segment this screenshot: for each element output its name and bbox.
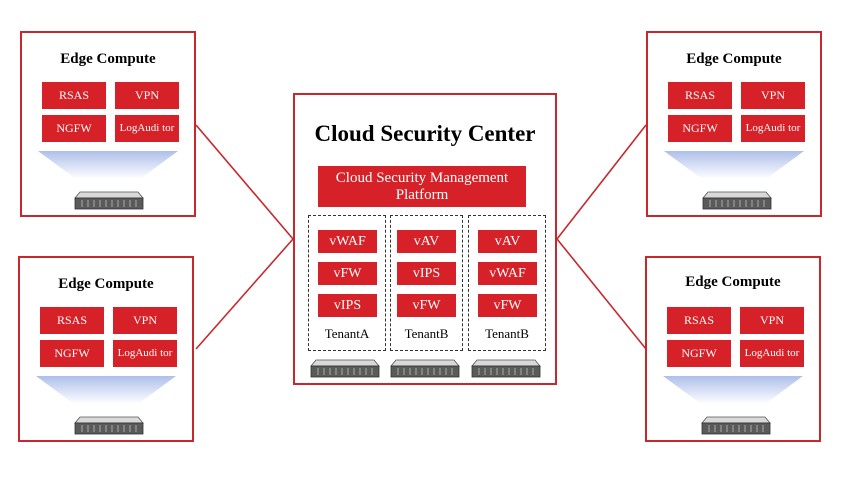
tenant-group-c: vAV vWAF vFW TenantB	[468, 215, 546, 351]
beam-graphic	[664, 151, 804, 179]
module-logauditor: LogAudi tor	[113, 340, 177, 367]
tenant-function: vIPS	[318, 294, 377, 317]
module-rsas: RSAS	[668, 82, 732, 109]
server-icon	[74, 191, 144, 210]
module-ngfw: NGFW	[42, 115, 106, 142]
cloud-security-center: Cloud Security Center Cloud Security Man…	[293, 93, 557, 385]
module-ngfw: NGFW	[668, 115, 732, 142]
edge-node-top-right: Edge Compute RSAS VPN NGFW LogAudi tor	[646, 31, 822, 217]
module-vpn: VPN	[740, 307, 804, 334]
link-edge-bottom-left	[195, 238, 294, 350]
beam-graphic	[38, 151, 178, 179]
module-logauditor: LogAudi tor	[740, 340, 804, 367]
server-icon	[390, 359, 460, 378]
edge-title: Edge Compute	[60, 51, 156, 67]
module-ngfw: NGFW	[40, 340, 104, 367]
tenant-function: vFW	[318, 262, 377, 285]
management-platform: Cloud Security Management Platform	[318, 166, 526, 207]
server-icon	[74, 416, 144, 435]
link-edge-top-right	[556, 124, 647, 240]
center-title: Cloud Security Center	[314, 121, 536, 146]
tenant-function: vIPS	[397, 262, 456, 285]
link-edge-top-left	[195, 124, 294, 240]
server-icon	[701, 416, 771, 435]
tenant-group-a: vWAF vFW vIPS TenantA	[308, 215, 386, 351]
server-icon	[310, 359, 380, 378]
module-rsas: RSAS	[40, 307, 104, 334]
module-rsas: RSAS	[42, 82, 106, 109]
server-icon	[471, 359, 541, 378]
tenant-name: TenantB	[404, 326, 449, 341]
tenant-function: vFW	[478, 294, 537, 317]
tenant-name: TenantB	[485, 326, 529, 341]
tenant-function: vWAF	[318, 230, 377, 253]
module-vpn: VPN	[115, 82, 179, 109]
edge-title: Edge Compute	[58, 276, 154, 292]
edge-node-bottom-right: Edge Compute RSAS VPN NGFW LogAudi tor	[645, 256, 821, 442]
link-edge-bottom-right	[556, 238, 647, 350]
module-logauditor: LogAudi tor	[741, 115, 805, 142]
tenant-function: vAV	[478, 230, 537, 253]
module-ngfw: NGFW	[667, 340, 731, 367]
edge-node-top-left: Edge Compute RSAS VPN NGFW LogAudi tor	[20, 31, 196, 217]
module-vpn: VPN	[113, 307, 177, 334]
module-rsas: RSAS	[667, 307, 731, 334]
tenant-function: vFW	[397, 294, 456, 317]
server-icon	[702, 191, 772, 210]
module-vpn: VPN	[741, 82, 805, 109]
edge-title: Edge Compute	[685, 274, 781, 290]
tenant-group-b: vAV vIPS vFW TenantB	[390, 215, 463, 351]
tenant-function: vAV	[397, 230, 456, 253]
tenant-function: vWAF	[478, 262, 537, 285]
edge-node-bottom-left: Edge Compute RSAS VPN NGFW LogAudi tor	[18, 256, 194, 442]
tenant-name: TenantA	[324, 326, 370, 341]
module-logauditor: LogAudi tor	[115, 115, 179, 142]
beam-graphic	[663, 376, 803, 404]
edge-title: Edge Compute	[686, 51, 782, 67]
beam-graphic	[36, 376, 176, 404]
